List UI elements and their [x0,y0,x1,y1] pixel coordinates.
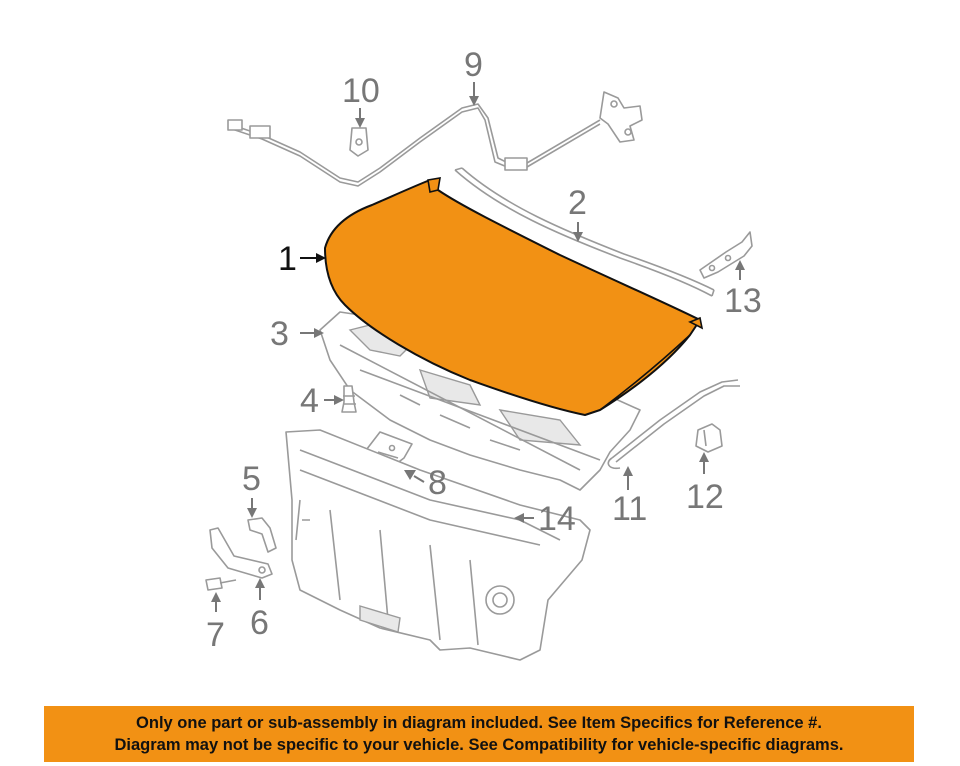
weatherstrip [454,167,715,297]
callout-13: 13 [724,282,762,320]
parts-diagram-svg: 1 2 3 4 5 6 7 8 9 10 11 12 13 14 [205,46,762,661]
callout-12: 12 [686,478,724,516]
callout-leaders [211,82,745,612]
callout-10: 10 [342,72,380,110]
notice-line-1: Only one part or sub-assembly in diagram… [136,714,822,732]
notice-banner: Only one part or sub-assembly in diagram… [44,706,914,762]
hood-panel [324,177,704,416]
callout-7: 7 [206,616,225,654]
callout-4: 4 [300,382,319,420]
callout-11: 11 [612,490,647,528]
parts-diagram: 1 2 3 4 5 6 7 8 9 10 11 12 13 14 [205,46,762,661]
callout-5: 5 [242,460,261,498]
right-bracket [699,231,753,279]
callout-9: 9 [464,46,483,84]
bumper-stop [341,385,357,413]
release-cable [227,91,643,187]
callout-14: 14 [538,500,576,538]
cable-clip [349,127,369,157]
callout-1: 1 [278,240,297,278]
radiator-support [285,429,591,661]
prop-rod-clip [695,423,723,453]
callout-3: 3 [270,315,289,353]
callout-6: 6 [250,604,269,642]
callout-8: 8 [428,464,447,502]
notice-line-2: Diagram may not be specific to your vehi… [114,736,844,754]
hinge-hardware [205,517,277,591]
prop-rod [607,379,740,470]
callout-2: 2 [568,184,587,222]
